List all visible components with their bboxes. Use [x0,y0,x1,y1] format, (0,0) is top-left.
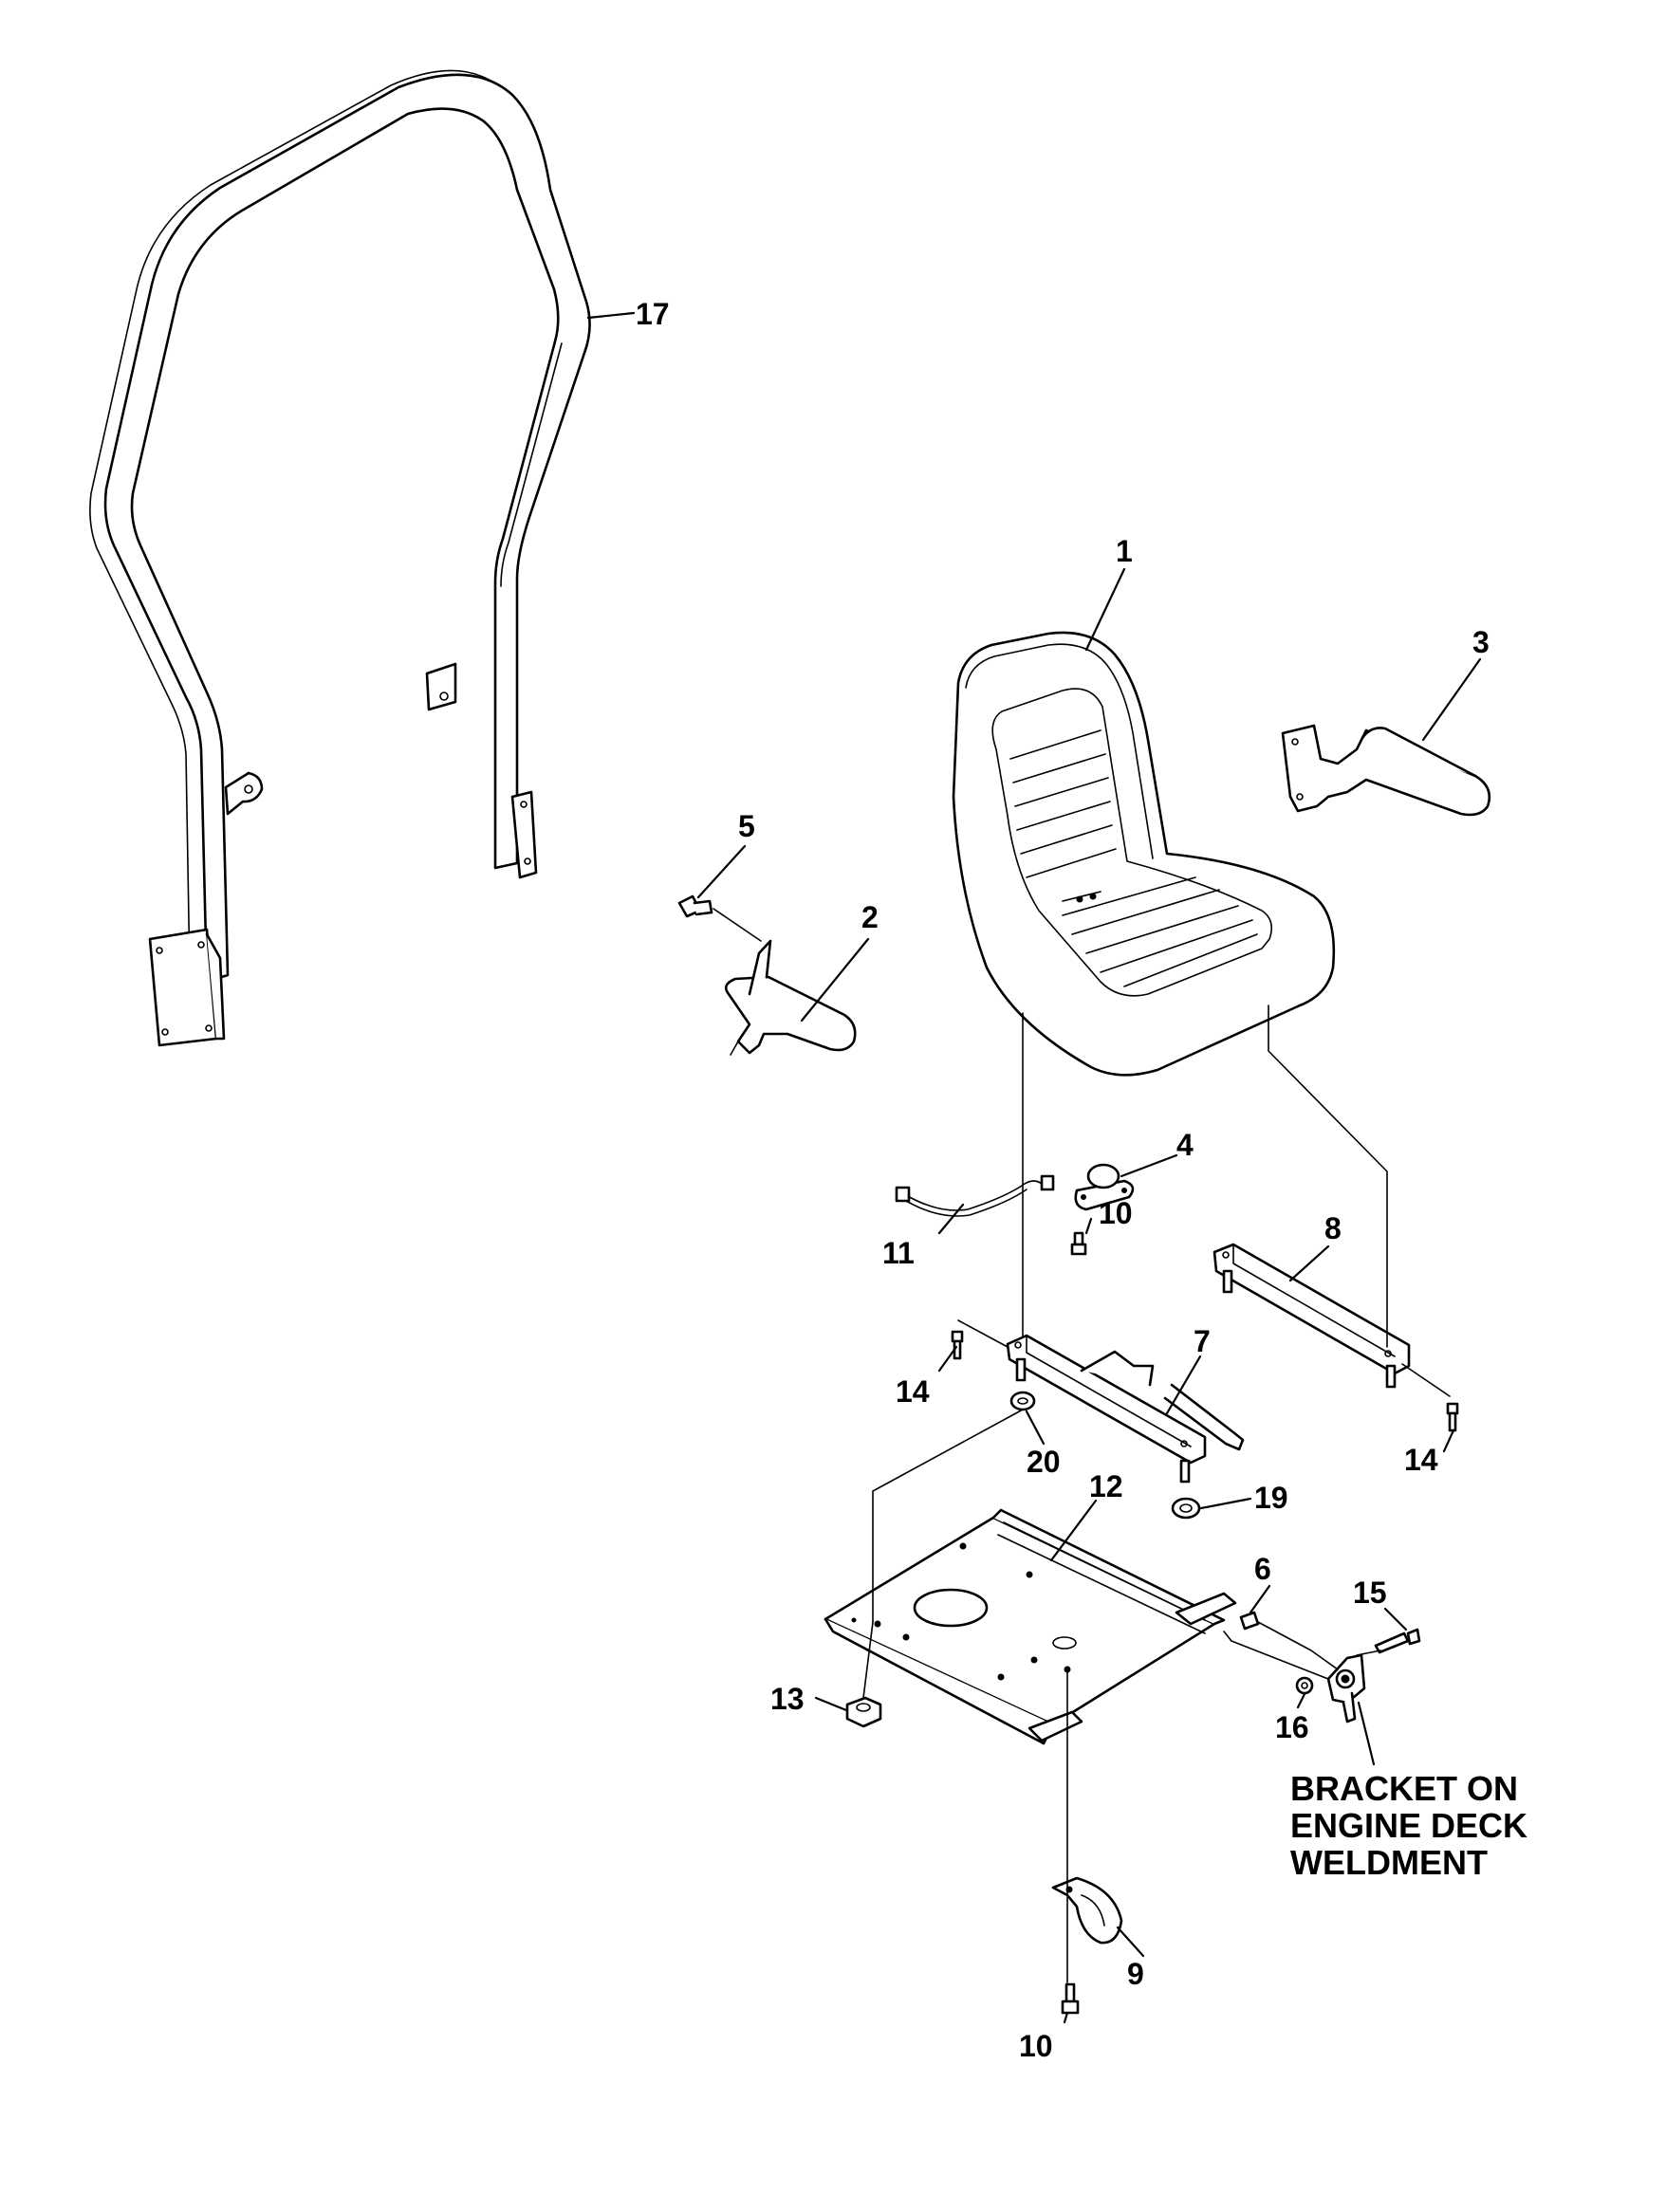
callout-13: 13 [770,1682,805,1716]
callout-leaders [586,311,1482,2024]
note-line-3: WELDMENT [1290,1843,1488,1882]
nut-13 [845,1696,882,1728]
callout-12: 12 [1089,1469,1123,1503]
bracket-note: BRACKET ON ENGINE DECK WELDMENT [1290,1769,1527,1882]
spacer-19 [1171,1497,1201,1520]
callout-labels: 17 1 3 5 2 4 10 11 8 7 14 14 20 19 12 6 … [636,297,1490,2063]
seat-rail-right [1212,1243,1411,1389]
callout-8: 8 [1324,1211,1342,1245]
armrest-right [1281,724,1491,817]
callout-16: 16 [1275,1710,1309,1744]
clip-9 [1051,1876,1123,1945]
seat-rail-left [1006,1334,1245,1484]
assembly-lines [862,1005,1451,1983]
callout-6: 6 [1254,1552,1271,1586]
pivot-bracket [1239,1611,1421,1724]
callout-1: 1 [1116,534,1133,568]
callout-19: 19 [1254,1481,1288,1515]
callout-14-left: 14 [896,1374,930,1409]
seat [952,631,1336,1077]
roll-bar [89,69,591,1047]
spacer-20 [1009,1391,1036,1411]
note-line-1: BRACKET ON [1290,1769,1518,1808]
callout-17: 17 [636,297,670,331]
callout-2: 2 [861,900,879,934]
seat-switch [1070,1163,1135,1256]
bolt-14-left [951,1330,964,1360]
armrest-left [677,894,857,1056]
seat-plate [824,1508,1237,1745]
callout-10-lower: 10 [1019,2029,1053,2063]
callout-4: 4 [1176,1128,1194,1162]
callout-7: 7 [1194,1324,1211,1358]
bolt-14-right [1446,1402,1459,1432]
callout-3: 3 [1472,625,1490,659]
callout-11: 11 [882,1236,915,1270]
callout-10-upper: 10 [1099,1196,1133,1230]
note-line-2: ENGINE DECK [1290,1806,1527,1845]
callout-5: 5 [738,809,755,843]
wire-harness [895,1174,1055,1217]
callout-14-right: 14 [1404,1443,1438,1477]
callout-9: 9 [1127,1957,1144,1991]
callout-15: 15 [1353,1576,1387,1610]
callout-20: 20 [1027,1445,1061,1479]
screw-10-lower [1061,1982,1080,2015]
